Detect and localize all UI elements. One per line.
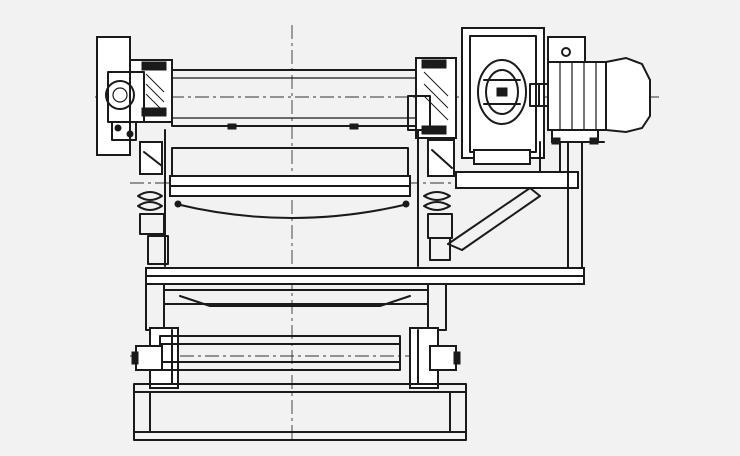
right-bearing bbox=[407, 57, 457, 139]
gearbox bbox=[461, 27, 545, 165]
left-brake-assembly bbox=[96, 36, 173, 156]
motor-support-frame bbox=[447, 141, 605, 269]
drum bbox=[171, 69, 417, 130]
wheel-assembly bbox=[131, 327, 461, 389]
trolley-body bbox=[164, 129, 419, 267]
rail bbox=[133, 383, 467, 441]
motor bbox=[547, 36, 651, 145]
main-frame bbox=[145, 267, 585, 331]
left-spring-buffer bbox=[137, 141, 169, 265]
right-spring-buffer bbox=[423, 139, 455, 261]
